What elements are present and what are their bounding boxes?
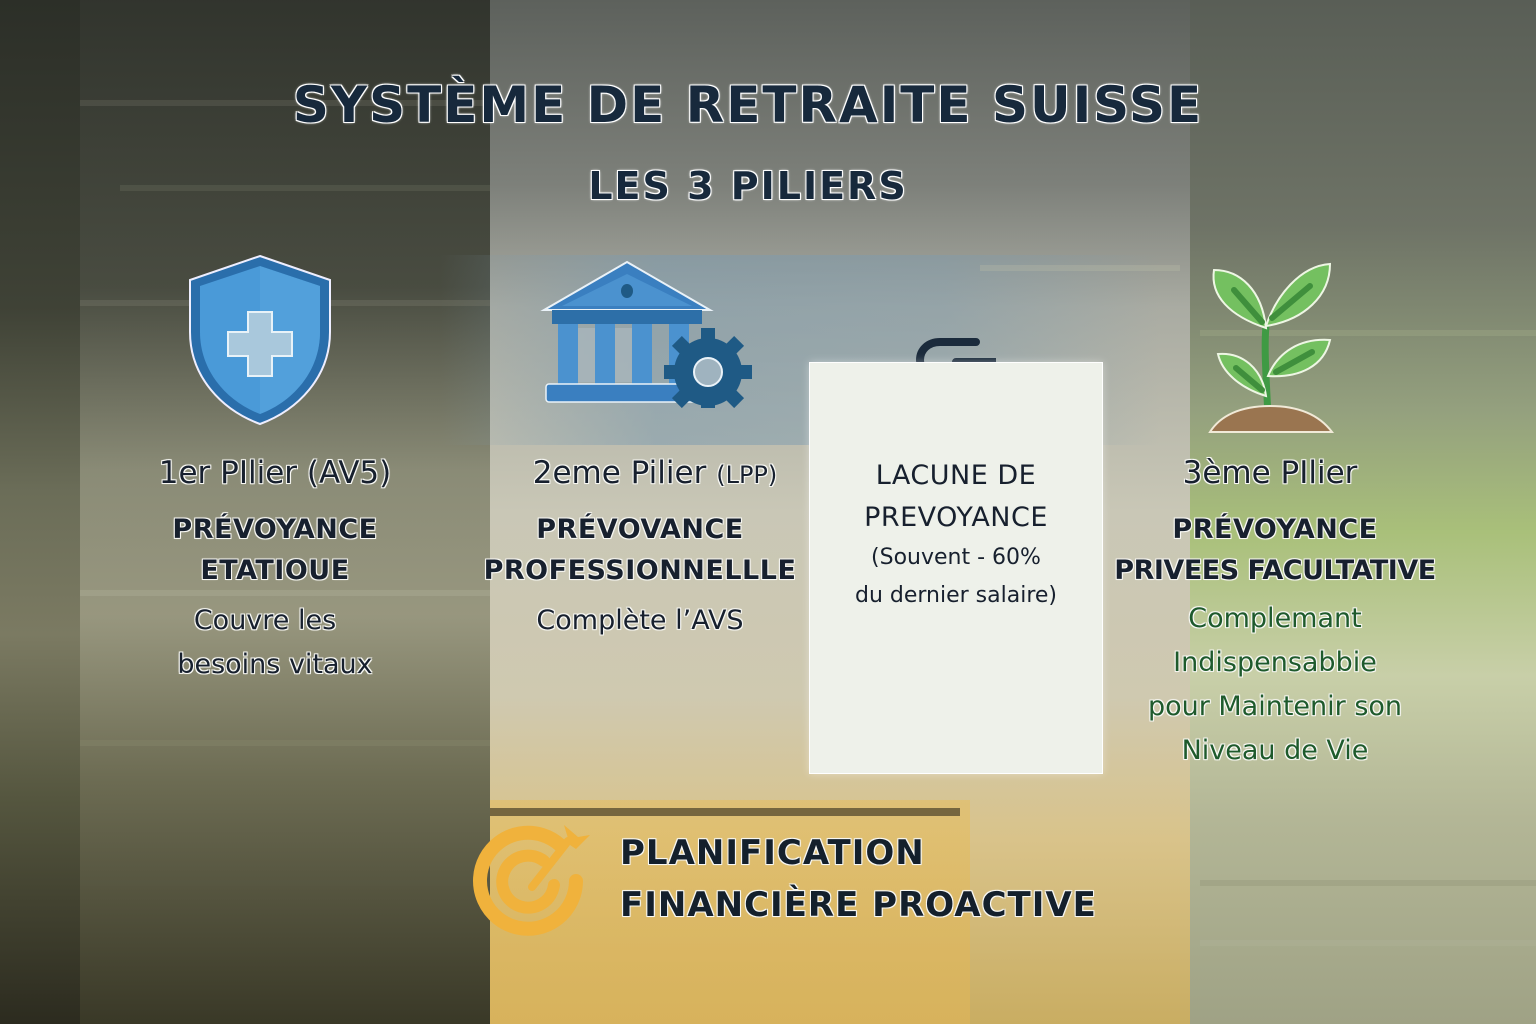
pillar-type-line1: PRÉVOYANCE: [1172, 514, 1378, 545]
pillar-2: 2eme Pilier (LPP) PRÉVOVANCE PROFESSIONN…: [470, 455, 810, 643]
pillar-title: 2eme Pilier (LPP): [470, 455, 810, 491]
pillar-desc-line4: Niveau de Vie: [1181, 735, 1369, 766]
sprout-icon: [1200, 256, 1340, 436]
page-subtitle: LES 3 PILIERS: [588, 164, 908, 208]
pillar-type-line2: ETATIOUE: [200, 555, 350, 586]
gap-card: LACUNE DE PREVOYANCE (Souvent - 60% du d…: [809, 362, 1103, 774]
pillar-desc-line3: pour Maintenir son: [1147, 691, 1403, 722]
page-title: SYSTÈME DE RETRAITE SUISSE: [292, 76, 1204, 134]
bank-gear-icon: [532, 258, 752, 416]
background-left-inner: [80, 0, 490, 1024]
pillar-title: 1er PIlier (AV5): [158, 455, 392, 491]
shield-cross-icon: [180, 252, 340, 428]
planning-line2: FINANCIÈRE PROACTIVE: [620, 885, 1097, 925]
pillar-type-line1: PRÉVOVANCE: [536, 514, 744, 545]
pillar-title-text: 2eme Pilier: [532, 455, 707, 491]
pillar-desc-line1: Complemant: [1188, 603, 1362, 634]
streak: [120, 185, 490, 191]
streak: [1200, 880, 1536, 886]
streak: [490, 808, 960, 816]
pillar-desc-line1: Complète l’AVS: [536, 605, 744, 636]
background-right-panel: [1190, 0, 1536, 1024]
pillar-3: 3ème PIlier PRÉVOYANCE PRIVEES FACULTATI…: [1100, 455, 1450, 773]
pillar-desc-line2: besoins vitaux: [177, 649, 373, 680]
pillar-type-line1: PRÉVOYANCE: [172, 514, 378, 545]
gap-note-line2: du dernier salaire): [854, 583, 1058, 608]
streak: [80, 740, 490, 746]
pillar-desc-line2: Indispensabbie: [1173, 647, 1377, 678]
planning-block: PLANIFICATION FINANCIÈRE PROACTIVE: [470, 815, 1110, 945]
streak: [80, 880, 490, 886]
pillar-1: 1er PIlier (AV5) PRÉVOYANCE ETATIOUE Cou…: [120, 455, 430, 687]
streak: [1200, 330, 1536, 336]
gap-title-line1: LACUNE DE: [875, 460, 1037, 491]
streak: [980, 265, 1180, 271]
streak: [80, 590, 490, 596]
gap-title: LACUNE DE PREVOYANCE: [810, 455, 1102, 539]
streak: [80, 100, 490, 106]
streak: [1200, 940, 1536, 946]
pillar-desc-line1: Couvre les: [193, 605, 337, 636]
gap-title-line2: PREVOYANCE: [864, 502, 1048, 533]
target-arrow-icon: [472, 819, 592, 939]
pillar-type-line2: PROFESSIONNELLLE: [483, 555, 797, 586]
planning-line1: PLANIFICATION: [620, 833, 925, 873]
planning-text: PLANIFICATION FINANCIÈRE PROACTIVE: [620, 827, 1097, 931]
gap-note: (Souvent - 60% du dernier salaire): [810, 539, 1102, 615]
pillar-type-line2: PRIVEES FACULTATIVE: [1114, 555, 1436, 586]
pillar-title: 3ème PIlier: [1182, 455, 1358, 491]
gap-note-line1: (Souvent - 60%: [871, 545, 1041, 570]
pillar-title-suffix: (LPP): [716, 461, 778, 489]
